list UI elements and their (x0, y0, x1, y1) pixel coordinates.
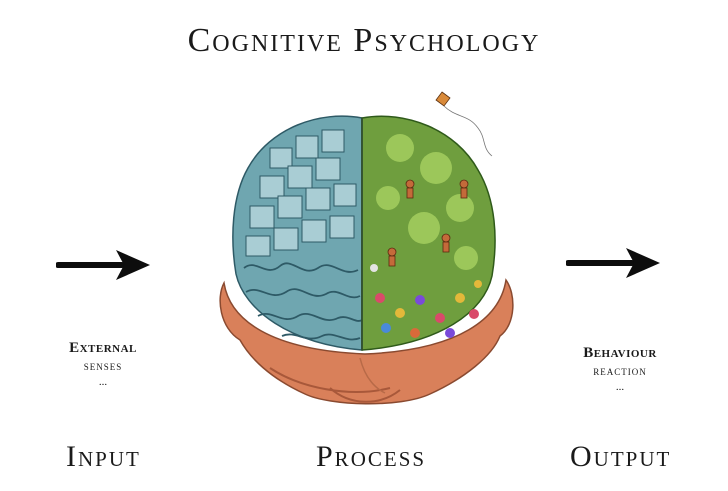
output-heading: Behaviour (583, 345, 657, 361)
input-description: External senses ... (48, 340, 158, 391)
head-shape (219, 278, 514, 405)
output-description: Behaviour reaction ... (560, 345, 680, 396)
output-sub: reaction (593, 363, 647, 378)
input-dots: ... (98, 376, 108, 388)
brain-head-illustration (219, 91, 514, 405)
output-label: Output (570, 440, 672, 473)
output-arrow-icon (566, 248, 660, 278)
page-title: Cognitive Psychology (187, 22, 541, 59)
input-arrow-icon (56, 250, 150, 280)
input-heading: External (69, 340, 137, 356)
input-sub: senses (83, 358, 123, 373)
input-label: Input (66, 440, 141, 473)
output-dots: ... (615, 381, 625, 393)
process-label: Process (316, 440, 427, 473)
